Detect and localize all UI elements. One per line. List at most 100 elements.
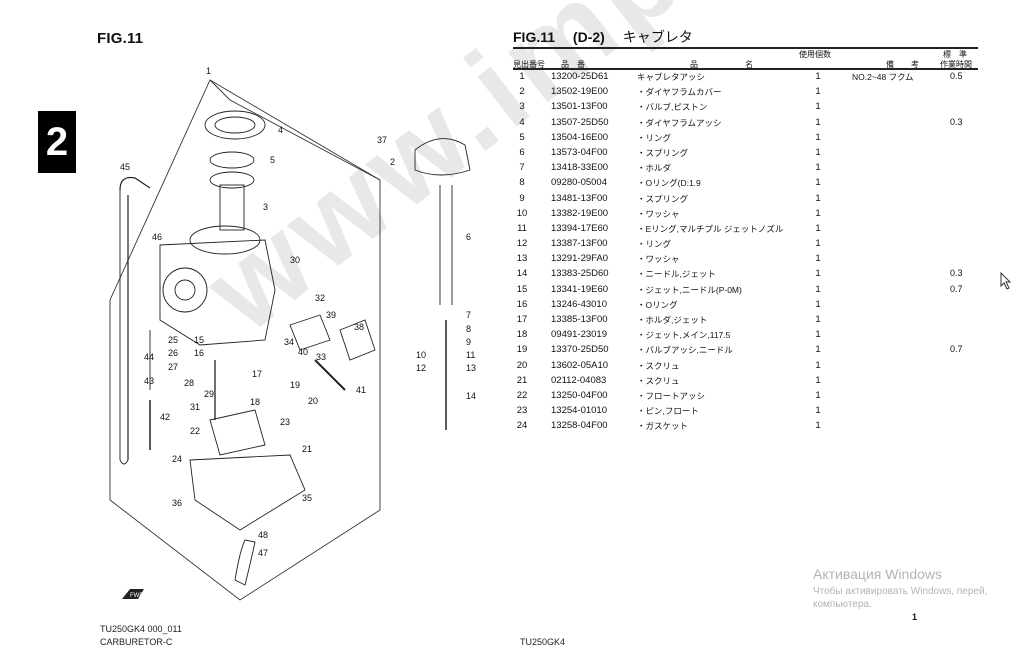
part-name-cell: ・ワッシャ	[637, 254, 680, 265]
part-number-cell: 09491-23019	[551, 329, 607, 341]
part-number-cell: 13504-16E00	[551, 131, 609, 143]
callout-20: 20	[308, 396, 318, 406]
header-remarks-1: 備	[886, 60, 894, 69]
part-name-cell: ・バルブアッシ,ニードル	[637, 345, 733, 356]
ref-no-cell: 22	[516, 389, 528, 401]
ref-no-cell: 16	[516, 298, 528, 310]
callout-5: 5	[270, 155, 275, 165]
cover-part	[414, 138, 471, 176]
ref-no-cell: 15	[516, 283, 528, 295]
part-number-cell: 13394-17E60	[551, 222, 609, 234]
part-name-cell: ・ピン,フロート	[637, 406, 699, 417]
ref-no-cell: 5	[519, 131, 525, 143]
part-number-cell: 13382-19E00	[551, 207, 609, 219]
callout-6: 6	[466, 232, 471, 242]
header-time-2: 作業時間	[940, 60, 972, 69]
callout-35: 35	[302, 493, 312, 503]
table-title: FIG.11 (D-2) キャブレタ	[513, 27, 707, 47]
part-number-cell: 13602-05A10	[551, 359, 609, 371]
part-number-cell: 13254-01010	[551, 405, 607, 417]
float-bowl	[189, 454, 306, 531]
quantity-cell: 1	[815, 207, 821, 219]
quantity-cell: 1	[815, 162, 821, 174]
callout-45: 45	[120, 162, 130, 172]
activation-line-1: Чтобы активировать Windows, перей,	[813, 586, 988, 597]
callout-24: 24	[172, 454, 182, 464]
callout-46: 46	[152, 232, 162, 242]
callout-16: 16	[194, 348, 204, 358]
quantity-cell: 1	[815, 131, 821, 143]
table-title-fig: FIG.11	[513, 29, 556, 45]
windows-activation-notice: Активация Windows Чтобы активировать Win…	[813, 566, 987, 610]
page-mark: 1	[912, 612, 918, 622]
callout-22: 22	[190, 426, 200, 436]
ref-no-cell: 19	[516, 344, 528, 356]
part-number-cell: 13385-13F00	[551, 314, 608, 325]
header-time-1: 標 準	[943, 50, 967, 59]
header-ref-no: 見出番号	[513, 60, 545, 69]
callout-48: 48	[258, 530, 268, 540]
table-header: 見出番号 品 番 品 名 使用個数 備 考 標 準 作業時間	[513, 49, 978, 69]
callout-11: 11	[466, 350, 475, 360]
callout-14: 14	[466, 391, 476, 401]
part-number-cell: 13291-29FA0	[551, 253, 609, 265]
part-number-cell: 13258-04F00	[551, 420, 608, 432]
callout-13: 13	[466, 363, 476, 373]
remarks-cell: NO.2~48 フクム	[852, 72, 914, 82]
ref-no-cell: 12	[516, 238, 528, 250]
part-name-cell: ・Eリング,マルチプル ジェットノズル	[637, 223, 784, 234]
forward-label: FWD	[130, 593, 144, 599]
labor-time-cell: 0.5	[950, 71, 963, 81]
callout-27: 27	[168, 362, 178, 372]
hose-part	[119, 176, 151, 460]
part-number-cell: 13370-25D50	[551, 344, 609, 356]
quantity-cell: 1	[815, 86, 821, 98]
ref-no-cell: 3	[519, 101, 525, 113]
callout-37: 37	[377, 135, 387, 145]
callout-36: 36	[172, 498, 182, 508]
part-name-cell: ・Oリング(D:1.9	[637, 178, 701, 189]
part-number-cell: 09280-05004	[551, 177, 607, 189]
ref-no-cell: 6	[519, 146, 525, 158]
header-name-2: 名	[745, 60, 753, 69]
callout-3: 3	[263, 202, 268, 212]
header-name-1: 品	[690, 60, 698, 69]
quantity-cell: 1	[815, 238, 821, 250]
ref-no-cell: 4	[519, 116, 525, 128]
part-number-cell: 13481-13F00	[551, 192, 608, 204]
piston-part	[209, 171, 255, 189]
quantity-cell: 1	[815, 374, 821, 386]
callout-43: 43	[144, 376, 154, 386]
header-part-no: 品 番	[561, 60, 585, 69]
callout-8: 8	[466, 324, 471, 334]
ref-no-cell: 11	[517, 222, 527, 234]
quantity-cell: 1	[815, 420, 821, 432]
callout-17: 17	[252, 369, 262, 379]
callout-21: 21	[302, 444, 312, 454]
part-name-cell: キャブレタアッシ	[637, 72, 706, 82]
part-name-cell: ・ニードル,ジェット	[637, 269, 716, 280]
part-name-cell: ・スクリュ	[637, 360, 680, 371]
quantity-cell: 1	[815, 359, 821, 371]
ref-no-cell: 2	[519, 86, 525, 98]
part-name-cell: ・リング	[637, 132, 672, 143]
activation-line-2: компьютера.	[813, 599, 872, 610]
part-name-cell: ・スプリング	[637, 193, 689, 204]
quantity-cell: 1	[815, 268, 821, 280]
ref-no-cell: 17	[516, 314, 528, 325]
part-number-cell: 13387-13F00	[551, 238, 608, 250]
quantity-cell: 1	[815, 405, 821, 417]
callout-40: 40	[298, 347, 308, 357]
